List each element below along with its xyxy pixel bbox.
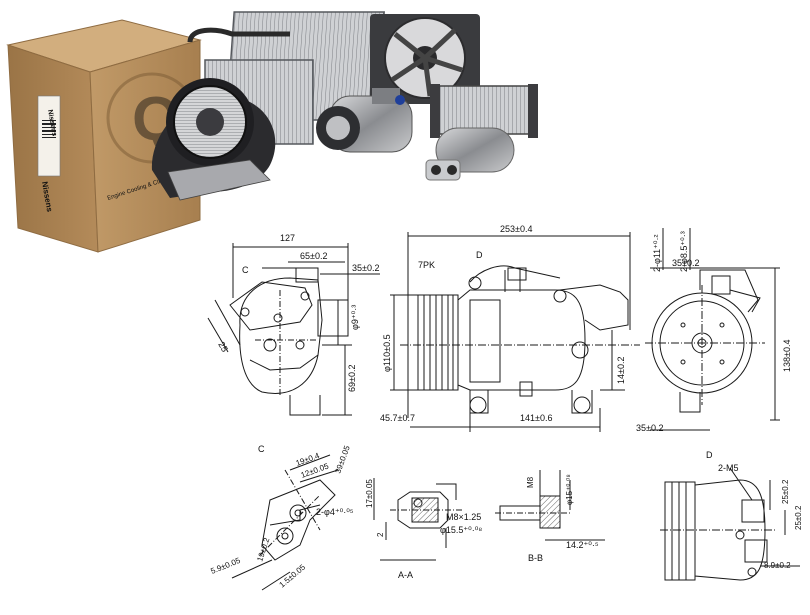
dim-8-5: 2-φ8.5⁺⁰·³ — [679, 231, 689, 272]
dim-141: 141±0.6 — [520, 413, 552, 423]
front-view-label-d: D — [476, 250, 483, 260]
dim-25-b: 25±0.2 — [794, 505, 803, 530]
end-view-drawing — [645, 228, 780, 431]
brand-logo-label: Nissens — [46, 109, 58, 137]
dim-8-9: 8.9±0.2 — [764, 561, 791, 570]
dim-39: 39±0.05 — [333, 444, 352, 475]
dim-35-end-bottom: 35±0.2 — [636, 423, 663, 433]
dim-69: 69±0.2 — [347, 365, 357, 392]
detail-c-drawing — [231, 454, 339, 591]
dim-9: φ9⁺⁰·³ — [350, 305, 360, 330]
receiver-drier-image — [425, 127, 515, 181]
dim-127: 127 — [280, 233, 295, 243]
section-bb-label: B-B — [528, 553, 543, 563]
product-photo-collage: Q Nissens Nissens Engine Cooling & Clima… — [6, 11, 538, 253]
section-bb-drawing — [495, 470, 605, 541]
dim-15-5: φ15.5⁺⁰·⁰⁸ — [440, 525, 482, 535]
section-aa-label: A-A — [398, 570, 413, 580]
dim-35-end-top: 35±0.2 — [672, 258, 699, 268]
barcode — [42, 120, 56, 138]
dim-253: 253±0.4 — [500, 224, 532, 234]
ac-compressor-image — [316, 88, 413, 153]
dim-45: 45.7±0.7 — [380, 413, 415, 423]
section-aa-drawing — [373, 478, 462, 561]
dim-138: 138±0.4 — [782, 340, 792, 372]
dim-angle: 25 — [216, 340, 230, 354]
dim-2: 2 — [376, 532, 385, 537]
dim-65: 65±0.2 — [300, 251, 327, 261]
condenser-pipe — [187, 27, 290, 43]
dim-hole-c: 2-φ4⁺⁰·⁰⁵ — [316, 507, 354, 517]
dim-17: 17±0.05 — [365, 479, 374, 508]
heater-core-image — [430, 84, 538, 138]
detail-d-drawing — [660, 467, 800, 581]
label-7pk: 7PK — [418, 260, 435, 270]
detail-c-label: C — [258, 444, 265, 454]
radiator-fan-image — [370, 14, 480, 104]
dim-25-a: 25±0.2 — [781, 479, 790, 504]
box-label — [37, 95, 61, 177]
dim-110: φ110±0.5 — [382, 334, 392, 372]
dim-14-2: 14.2⁺⁰·⁵ — [566, 540, 599, 550]
dim-1-5: 1.5±0.05 — [278, 562, 308, 589]
dim-11: 2-φ11⁺⁰·² — [652, 234, 662, 272]
detail-d-label: D — [706, 450, 713, 460]
blower-motor-image — [151, 78, 276, 201]
dim-m8-125: M8×1.25 — [446, 512, 481, 522]
dim-5-9: 5.9±0.05 — [209, 556, 242, 576]
dim-2-m5: 2-M5 — [718, 463, 739, 473]
dim-14: 14±0.2 — [616, 357, 626, 384]
side-view-label-c: C — [242, 265, 249, 275]
dim-m8: M8 — [526, 476, 535, 488]
dim-19-bottom: 19±0.2 — [255, 536, 271, 563]
side-view-drawing — [207, 243, 380, 416]
front-view-drawing — [390, 232, 640, 432]
dim-15: φ15⁺⁰·⁰⁸ — [565, 474, 574, 505]
dim-35-top: 35±0.2 — [352, 263, 379, 273]
